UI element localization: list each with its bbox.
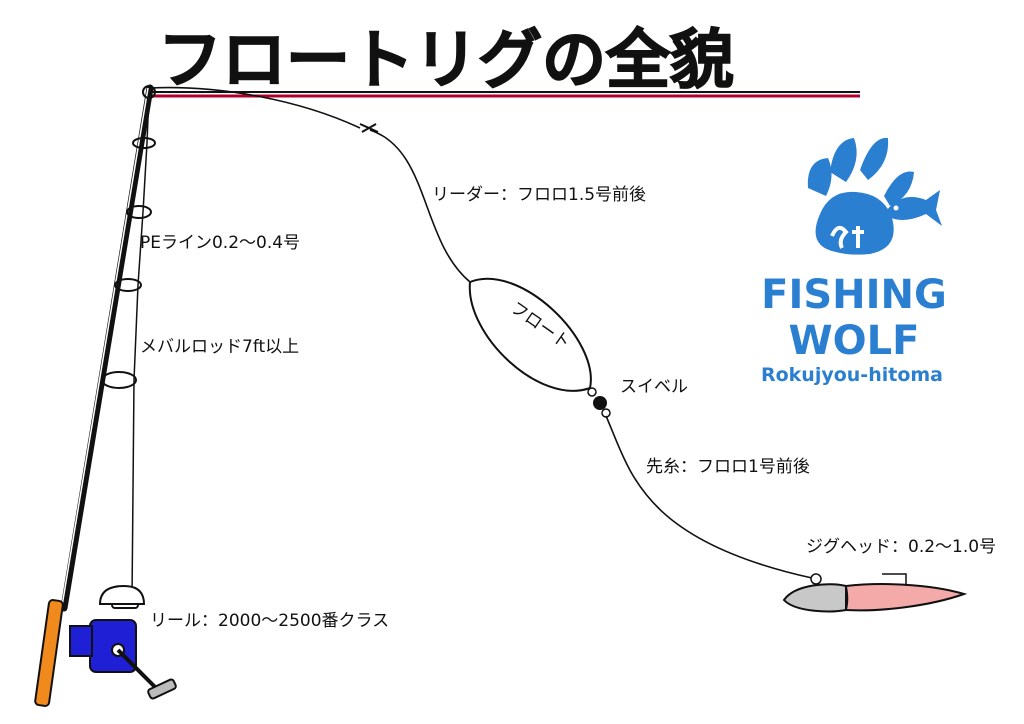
reel-label: リール：2000〜2500番クラス [150,611,389,631]
rod-label: メバルロッド7ft以上 [140,337,299,357]
pe-line [149,86,361,129]
paw-logo-icon [807,137,914,255]
guide-2 [126,205,152,219]
jighead-label: ジグヘッド：0.2〜1.0号 [806,537,996,557]
leader-label: リーダー：フロロ1.5号前後 [432,185,646,205]
tippet-line [605,415,813,579]
pe-line-label: PEライン0.2〜0.4号 [140,233,300,253]
brand-line-1: FISHING [761,272,947,318]
rod-handle [34,599,64,707]
brand-line-3: Rokujyou-hitoma [761,364,943,386]
page-title: フロートリグの全貌 [158,24,734,98]
float-icon [468,277,592,392]
paw-pad-mark [830,225,864,249]
guide-1 [132,137,156,149]
fish-icon [884,190,942,226]
leader-line [369,129,471,283]
soft-lure [845,573,968,612]
rod [60,84,154,612]
knot [359,123,379,133]
rod-guides [101,85,156,389]
swivel-label: スイベル [620,377,688,397]
swivel-icon [587,387,611,418]
reel [69,584,177,700]
guide-4 [101,371,137,389]
brand-line-2: WOLF [789,318,920,364]
tippet-label: 先糸：フロロ1号前後 [646,457,810,477]
pe-line-to-reel [131,91,150,601]
jighead [782,573,847,613]
guide-3 [114,278,142,292]
